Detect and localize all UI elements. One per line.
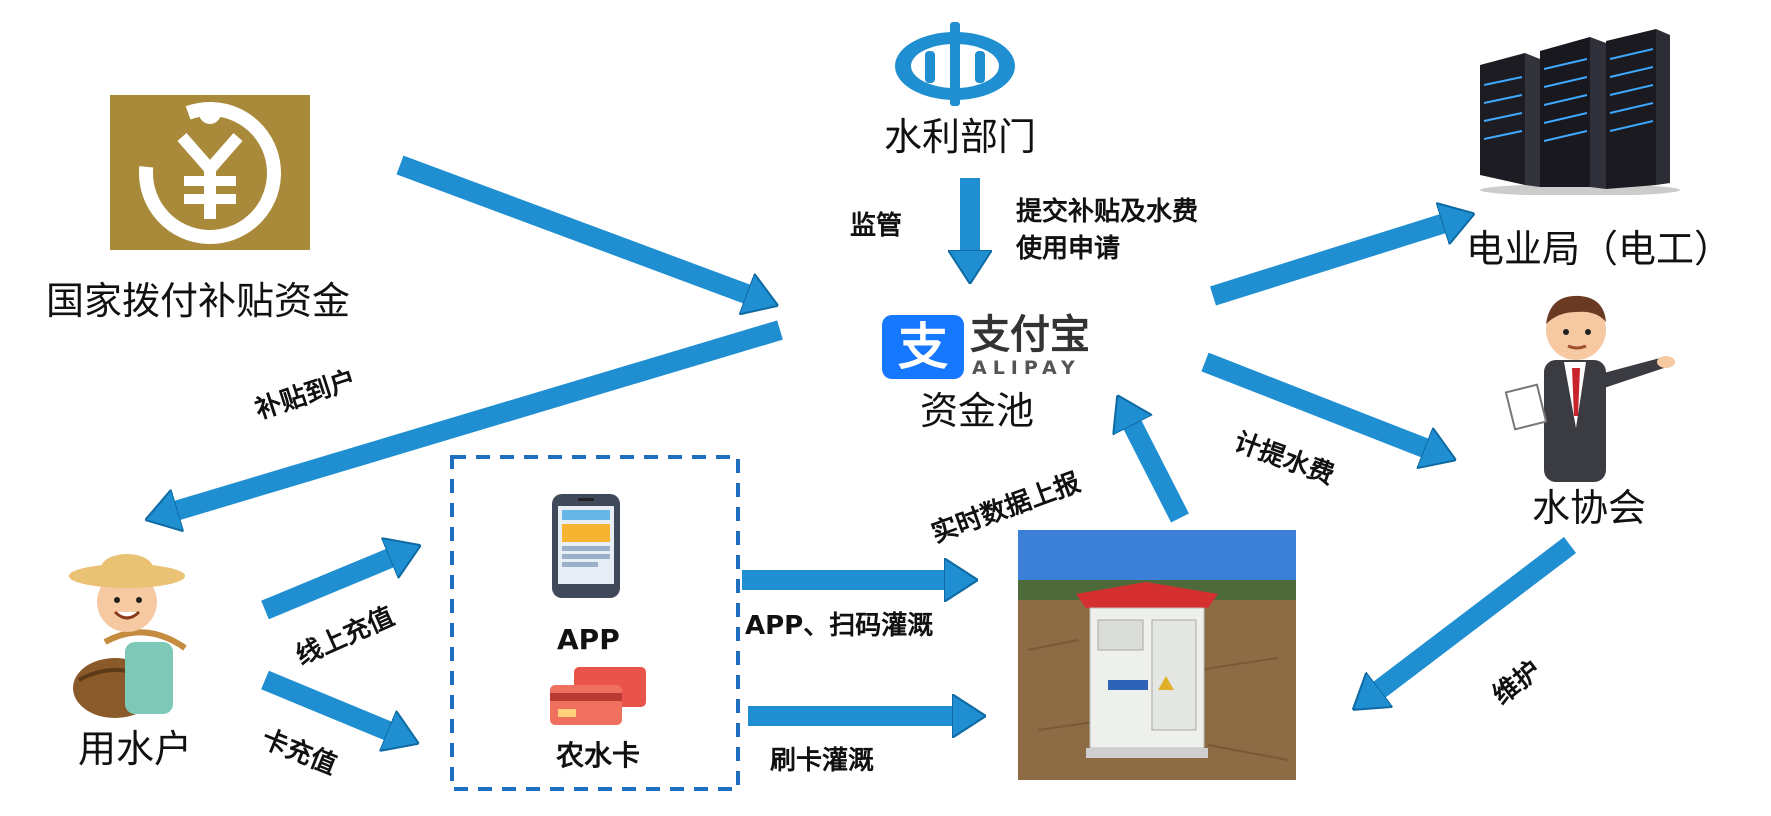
businessman-icon: [1504, 295, 1675, 482]
alipay-logo: 支: [882, 315, 964, 379]
arrow-pool-to-power: [1209, 222, 1448, 306]
farmer-icon: [69, 554, 187, 718]
app-scan-irrigation-label: APP、扫码灌溉: [745, 611, 934, 641]
supervise-label: 监管: [850, 211, 903, 241]
payment-channels-box: [450, 455, 740, 791]
bank-card-icon: [550, 667, 646, 725]
alipay-glyph: 支: [898, 318, 948, 376]
arrow-user-online: [261, 556, 395, 620]
card-label: 农水卡: [556, 739, 641, 772]
alipay-cn-text: 支付宝: [970, 312, 1090, 358]
water-assoc-label: 水协会: [1532, 486, 1647, 530]
submit-label-line1: 提交补贴及水费: [1016, 197, 1199, 227]
arrow-cabinet-to-pool: [1130, 420, 1189, 523]
arrow-user-card: [261, 670, 393, 733]
fund-pool-label: 资金池: [920, 389, 1035, 433]
irrigation-cabinet-photo: [1018, 530, 1296, 780]
arrow-pool-to-user: [172, 320, 783, 512]
water-ministry-logo: [895, 22, 1015, 106]
submit-label-line2: 使用申请: [1016, 234, 1121, 264]
card-irrigation-label: 刷卡灌溉: [770, 746, 875, 776]
arrow-pool-to-assoc: [1201, 352, 1430, 450]
yuan-coin-icon: [110, 95, 310, 250]
arrow-assoc-to-cabinet: [1375, 537, 1577, 693]
water-user-label: 用水户: [78, 727, 193, 771]
alipay-en-text: ALIPAY: [972, 357, 1081, 379]
state-funds-label: 国家拨付补贴资金: [46, 279, 351, 323]
power-bureau-label: 电业局（电工）: [1466, 227, 1733, 271]
smartphone-icon: [552, 494, 620, 598]
arrow-funds-to-pool: [396, 155, 752, 296]
app-label: APP: [557, 623, 620, 656]
water-dept-label: 水利部门: [884, 115, 1037, 159]
server-rack-icon: [1480, 29, 1680, 195]
